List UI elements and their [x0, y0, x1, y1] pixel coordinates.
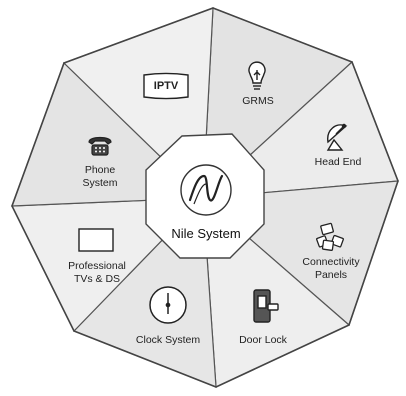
door-lock-icon [253, 289, 279, 323]
tv-screen-icon [78, 228, 114, 252]
iptv-screen-icon [143, 72, 189, 100]
head-end-label: Head End [314, 156, 362, 168]
lightbulb-icon [248, 61, 266, 90]
tvs-label: Professional TVs & DS [68, 260, 126, 285]
iptv-label: IPTV [153, 80, 179, 92]
clock-icon [149, 286, 187, 324]
door-lock-label: Door Lock [239, 334, 287, 346]
grms-label: GRMS [242, 95, 274, 107]
octagon-border [11, 7, 399, 388]
center-octagon[interactable] [145, 133, 265, 259]
nile-logo [180, 164, 232, 216]
satellite-dish-icon [326, 123, 348, 151]
phone-label: Phone System [82, 164, 118, 189]
center-title: Nile System [171, 226, 241, 241]
connectivity-panels-icon [316, 222, 344, 251]
connectivity-label: Connectivity Panels [302, 256, 360, 281]
clock-label: Clock System [135, 334, 201, 346]
telephone-icon [88, 136, 112, 156]
